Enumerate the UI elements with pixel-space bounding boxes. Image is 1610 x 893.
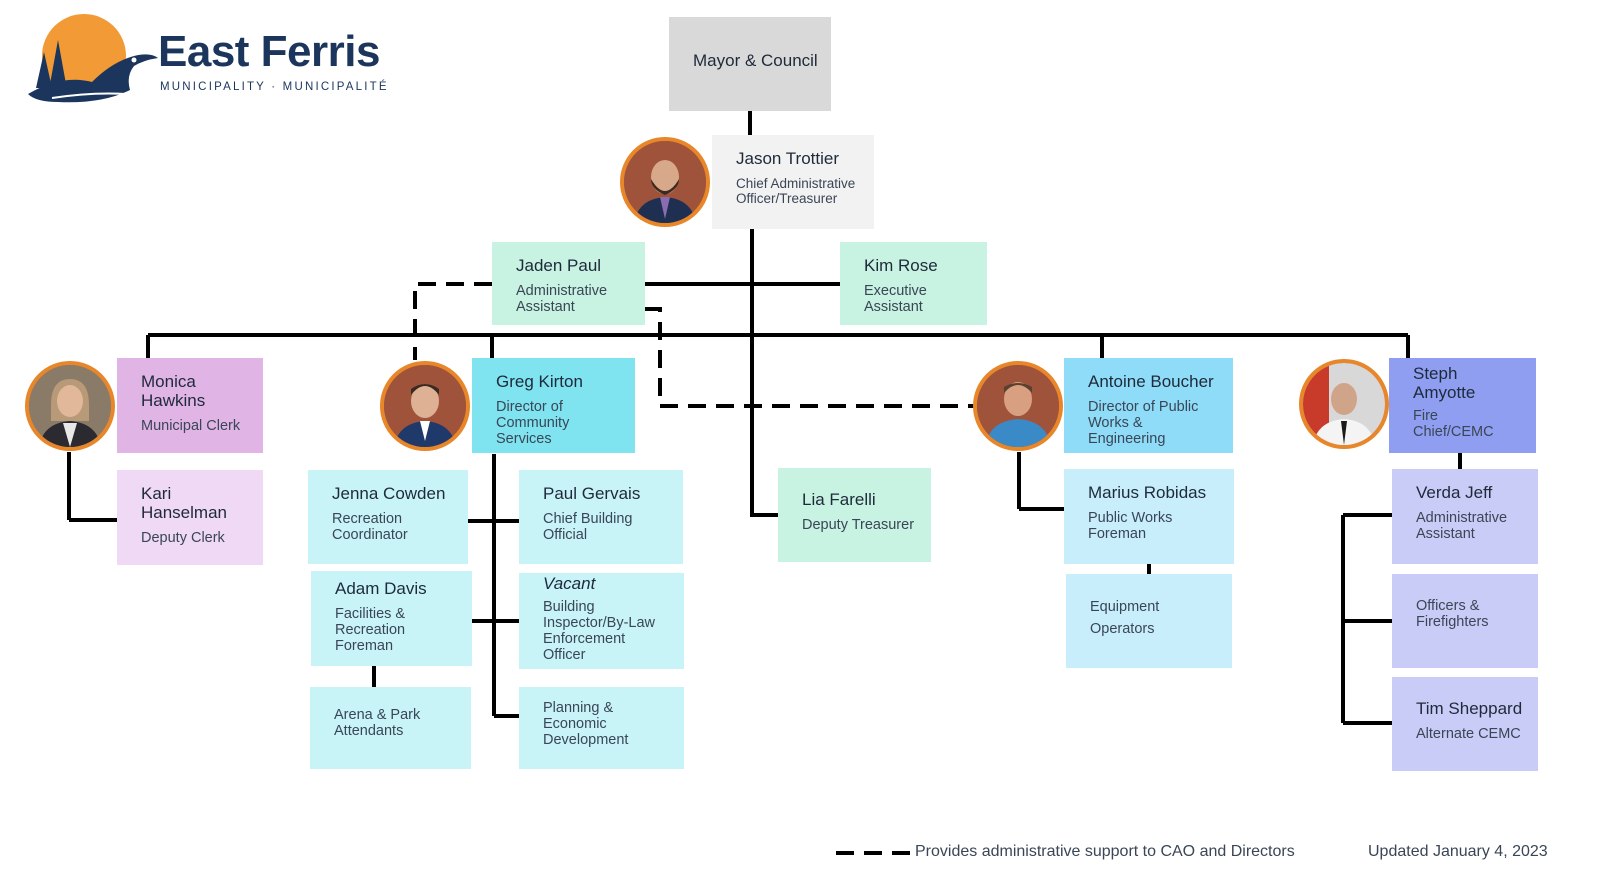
- node-arena-park-attendants: Arena & Park Attendants: [310, 687, 471, 769]
- node-jenna-cowden: Jenna Cowden Recreation Coordinator: [308, 470, 468, 564]
- node-title: Deputy Treasurer: [802, 517, 915, 533]
- node-name: Lia Farelli: [802, 490, 876, 509]
- dashed-support-line: [413, 282, 492, 360]
- loon-sun-logo-icon: [28, 14, 158, 103]
- node-verda-jeff: Verda Jeff Administrative Assistant: [1392, 469, 1538, 564]
- node-kari-hanselman: Kari Hanselman Deputy Clerk: [117, 470, 263, 565]
- node-name: Greg Kirton: [496, 372, 583, 391]
- node-marius-robidas: Marius Robidas Public Works Foreman: [1064, 469, 1234, 564]
- node-name: Kari Hanselman: [141, 484, 227, 522]
- node-title: Alternate CEMC: [1416, 726, 1521, 742]
- node-title: Officers & Firefighters: [1416, 598, 1489, 630]
- person-photo-icon: [1303, 363, 1385, 445]
- node-name: Jason Trottier: [736, 149, 839, 168]
- node-name: Steph Amyotte: [1413, 364, 1476, 402]
- node-title: Planning & Economic Development: [543, 700, 629, 748]
- node-mayor-council: Mayor & Council: [669, 17, 831, 111]
- node-name: Adam Davis: [335, 579, 427, 598]
- node-title: Fire Chief/CEMC: [1413, 408, 1494, 440]
- node-monica-hawkins: Monica Hawkins Municipal Clerk: [117, 358, 263, 453]
- person-photo-icon: [29, 365, 111, 447]
- node-jaden-paul: Jaden Paul Administrative Assistant: [492, 242, 645, 325]
- node-name: Paul Gervais: [543, 484, 641, 503]
- node-title: Chief Administrative Officer/Treasurer: [736, 176, 856, 206]
- node-jason-trottier: Jason Trottier Chief Administrative Offi…: [712, 135, 874, 229]
- avatar-monica-hawkins: [25, 361, 115, 451]
- node-name: Jenna Cowden: [332, 484, 446, 503]
- logo-name: East Ferris: [158, 27, 380, 76]
- node-name: Antoine Boucher: [1088, 372, 1214, 391]
- node-title: Deputy Clerk: [141, 530, 225, 546]
- node-vacant-building-inspector: Vacant Building Inspector/By-Law Enforce…: [519, 573, 684, 669]
- node-title: Administrative Assistant: [516, 283, 608, 315]
- node-title: Executive Assistant: [864, 283, 927, 315]
- legend-label: Provides administrative support to CAO a…: [915, 843, 1295, 860]
- node-name: Marius Robidas: [1088, 483, 1207, 502]
- east-ferris-logo: East Ferris MUNICIPALITY · MUNICIPALITÉ: [22, 12, 402, 108]
- node-paul-gervais: Paul Gervais Chief Building Official: [519, 470, 683, 564]
- person-photo-icon: [977, 365, 1059, 447]
- node-name: Jaden Paul: [516, 256, 602, 275]
- avatar-antoine-boucher: [973, 361, 1063, 451]
- node-title: Facilities & Recreation Foreman: [335, 606, 406, 654]
- node-name: Tim Sheppard: [1416, 699, 1523, 718]
- node-title: Municipal Clerk: [141, 418, 241, 434]
- person-photo-icon: [384, 365, 466, 447]
- node-adam-davis: Adam Davis Facilities & Recreation Forem…: [311, 571, 472, 666]
- person-photo-icon: [624, 141, 706, 223]
- node-name: Verda Jeff: [1416, 483, 1493, 502]
- node-kim-rose: Kim Rose Executive Assistant: [840, 242, 987, 325]
- node-equipment-operators: Equipment Operators: [1066, 574, 1232, 668]
- node-title: Administrative Assistant: [1416, 510, 1508, 542]
- node-title: Equipment Operators: [1090, 599, 1160, 637]
- node-title: Recreation Coordinator: [332, 511, 408, 543]
- node-officers-firefighters: Officers & Firefighters: [1392, 574, 1538, 668]
- node-name: Kim Rose: [864, 256, 938, 275]
- node-title: Public Works Foreman: [1088, 510, 1173, 542]
- node-greg-kirton: Greg Kirton Director of Community Servic…: [472, 358, 635, 453]
- node-planning-economic-development: Planning & Economic Development: [519, 687, 684, 769]
- logo-subtitle: MUNICIPALITY · MUNICIPALITÉ: [160, 81, 389, 93]
- avatar-jason-trottier: [620, 137, 710, 227]
- node-name: Mayor & Council: [693, 51, 818, 70]
- node-title: Director of Public Works & Engineering: [1088, 399, 1199, 447]
- node-tim-sheppard: Tim Sheppard Alternate CEMC: [1392, 677, 1538, 771]
- node-lia-farelli: Lia Farelli Deputy Treasurer: [778, 468, 931, 562]
- node-steph-amyotte: Steph Amyotte Fire Chief/CEMC: [1389, 358, 1536, 453]
- node-antoine-boucher: Antoine Boucher Director of Public Works…: [1064, 358, 1233, 453]
- dashed-support-line: [645, 307, 975, 408]
- updated-date: Updated January 4, 2023: [1368, 843, 1548, 860]
- node-title: Building Inspector/By-Law Enforcement Of…: [543, 599, 656, 663]
- node-name: Monica Hawkins: [141, 372, 206, 410]
- node-name: Vacant: [543, 574, 596, 593]
- avatar-steph-amyotte: [1299, 359, 1389, 449]
- avatar-greg-kirton: [380, 361, 470, 451]
- node-title: Arena & Park Attendants: [334, 707, 421, 739]
- node-title: Director of Community Services: [496, 399, 570, 447]
- node-title: Chief Building Official: [543, 511, 633, 543]
